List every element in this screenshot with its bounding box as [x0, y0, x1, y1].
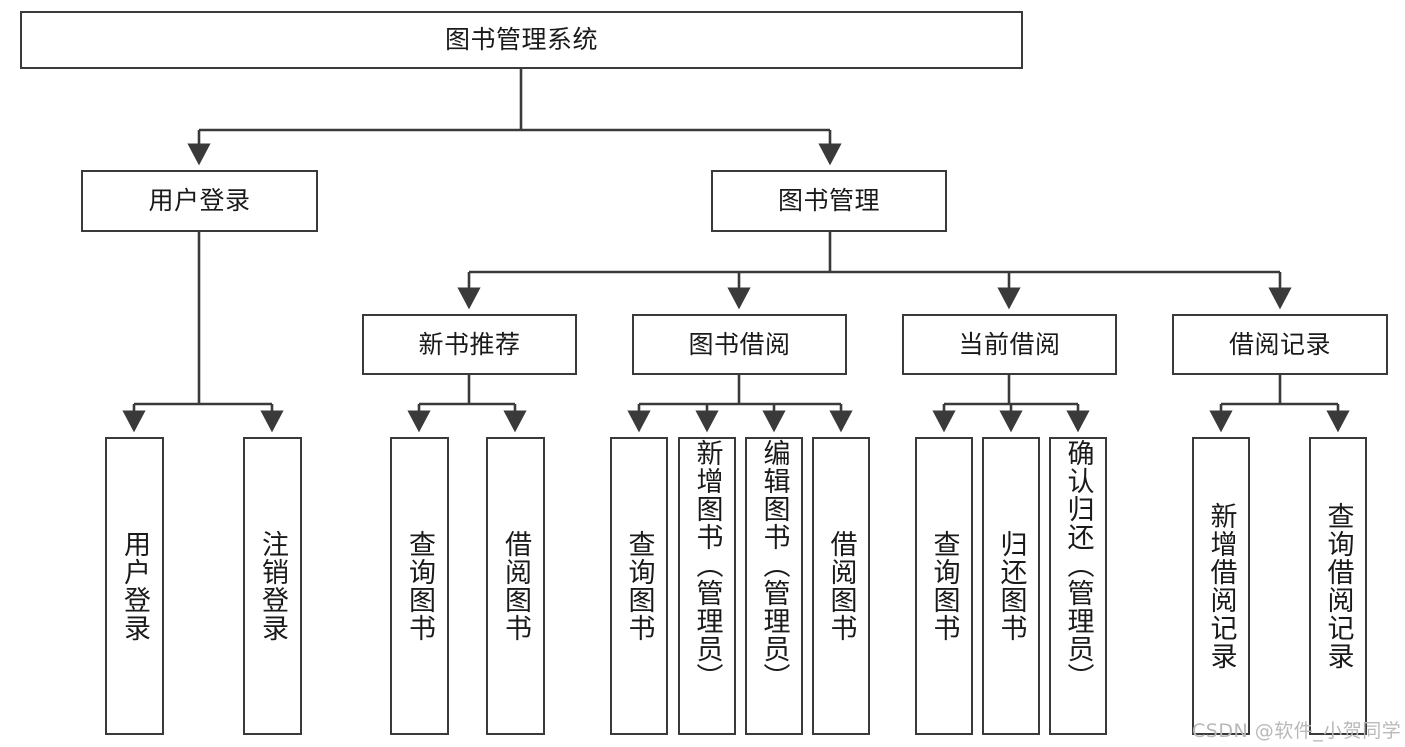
watermark-text: CSDN @软件_小贺同学	[1192, 720, 1402, 742]
node-borrow-record: 借阅记录	[1172, 314, 1388, 375]
leaf-add-record: 新增借阅记录	[1192, 437, 1250, 735]
node-user-login: 用户登录	[81, 170, 318, 232]
node-current-borrow: 当前借阅	[902, 314, 1117, 375]
leaf-logout: 注销登录	[243, 437, 302, 735]
node-book-borrow-label: 图书借阅	[688, 329, 791, 359]
node-root-label: 图书管理系统	[444, 25, 598, 54]
leaf-query-book-2-label: 查询图书	[623, 530, 655, 642]
leaf-return-book: 归还图书	[982, 437, 1040, 735]
node-book-manage-label: 图书管理	[777, 186, 880, 215]
leaf-add-record-label: 新增借阅记录	[1205, 502, 1237, 670]
leaf-user-login: 用户登录	[105, 437, 164, 735]
leaf-confirm-return: 确认归还（管理员）	[1049, 437, 1107, 735]
leaf-edit-book: 编辑图书（管理员）	[745, 437, 803, 735]
leaf-query-book-3: 查询图书	[915, 437, 973, 735]
leaf-borrow-book-1: 借阅图书	[486, 437, 545, 735]
leaf-user-login-label: 用户登录	[119, 530, 150, 642]
node-new-book-recommend: 新书推荐	[362, 314, 577, 375]
leaf-edit-book-label: 编辑图书（管理员）	[758, 439, 790, 691]
node-user-login-label: 用户登录	[148, 186, 251, 215]
leaf-add-book: 新增图书（管理员）	[678, 437, 736, 735]
leaf-confirm-return-label: 确认归还（管理员）	[1062, 439, 1094, 691]
node-borrow-record-label: 借阅记录	[1228, 329, 1331, 359]
leaf-borrow-book-2: 借阅图书	[812, 437, 870, 735]
leaf-query-record-label: 查询借阅记录	[1322, 502, 1354, 670]
node-root: 图书管理系统	[20, 11, 1023, 69]
leaf-query-book-1-label: 查询图书	[404, 530, 435, 642]
leaf-borrow-book-1-label: 借阅图书	[500, 530, 531, 642]
leaf-return-book-label: 归还图书	[995, 530, 1027, 642]
watermark: CSDN @软件_小贺同学	[1192, 716, 1401, 743]
leaf-query-book-2: 查询图书	[610, 437, 668, 735]
node-new-book-recommend-label: 新书推荐	[418, 329, 521, 359]
leaf-logout-label: 注销登录	[257, 530, 288, 642]
leaf-query-record: 查询借阅记录	[1309, 437, 1367, 735]
node-book-borrow: 图书借阅	[632, 314, 847, 375]
node-book-manage: 图书管理	[711, 170, 947, 232]
leaf-query-book-3-label: 查询图书	[928, 530, 960, 642]
leaf-query-book-1: 查询图书	[390, 437, 449, 735]
leaf-borrow-book-2-label: 借阅图书	[825, 530, 857, 642]
node-current-borrow-label: 当前借阅	[958, 329, 1061, 359]
leaf-add-book-label: 新增图书（管理员）	[691, 439, 723, 691]
